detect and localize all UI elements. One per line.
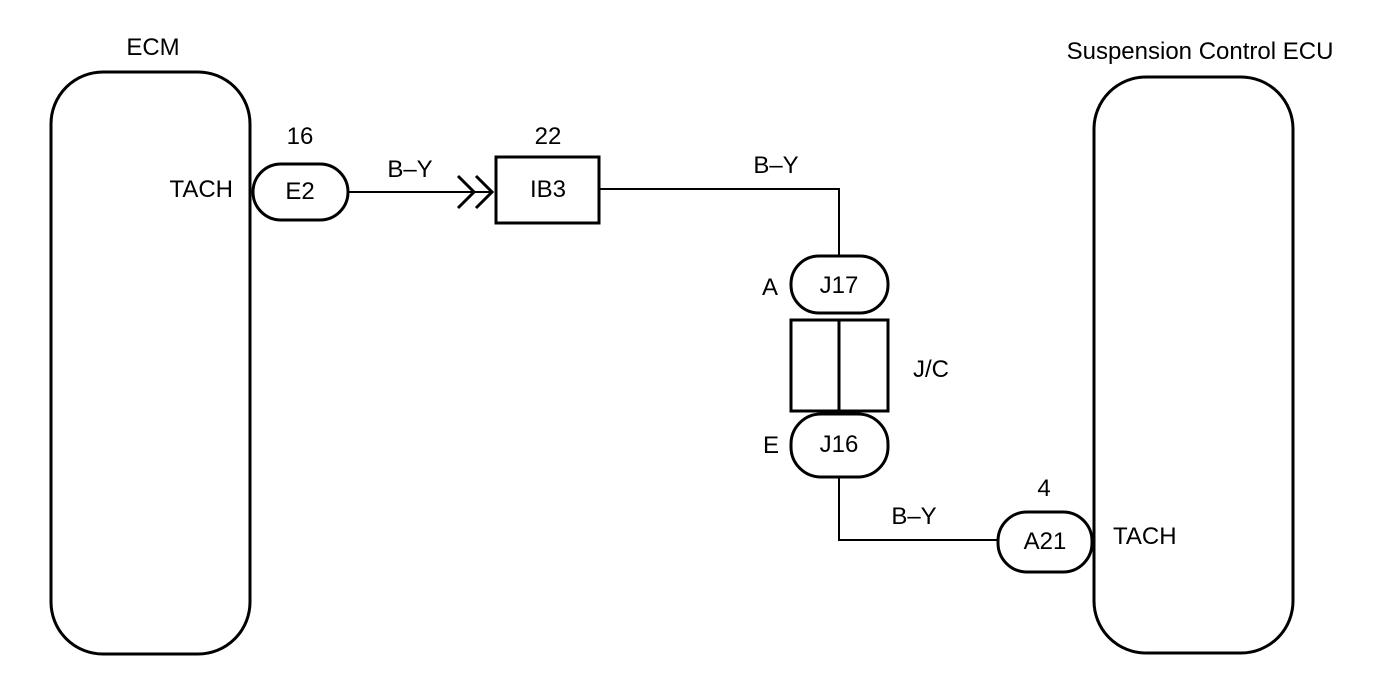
j17-pin: A (762, 274, 778, 301)
ib3-pin: 22 (535, 123, 562, 150)
jc-label: J/C (913, 356, 949, 383)
a21-connector (996, 510, 1094, 574)
j16-pin: E (763, 432, 779, 459)
suspension-ecu-title: Suspension Control ECU (1067, 38, 1334, 65)
ecm-connector-id: E2 (285, 178, 314, 205)
suspension-ecu-box (1092, 75, 1295, 655)
wire-1-color-label: B–Y (387, 156, 432, 183)
wire-2-color-label: B–Y (753, 152, 798, 179)
wire-ib3-to-j17 (599, 188, 840, 256)
suspension-ecu-terminal-label: TACH (1113, 523, 1177, 550)
ecm-title: ECM (126, 34, 179, 61)
j16-id: J16 (820, 431, 859, 458)
wire-j16-to-a21 (838, 477, 998, 541)
ecm-box (49, 70, 252, 656)
a21-id: A21 (1024, 528, 1067, 555)
ib3-id: IB3 (530, 176, 566, 203)
ecm-terminal-label: TACH (169, 176, 233, 203)
j17-id: J17 (820, 272, 859, 299)
ecm-connector-pin: 16 (287, 123, 314, 150)
in-line-connector-chevron-2 (474, 174, 495, 210)
j17-connector (789, 254, 890, 315)
ib3-junction-box (494, 155, 601, 225)
in-line-connector-chevron-1 (456, 174, 477, 210)
wire-3-color-label: B–Y (891, 503, 936, 530)
a21-pin: 4 (1037, 475, 1050, 502)
